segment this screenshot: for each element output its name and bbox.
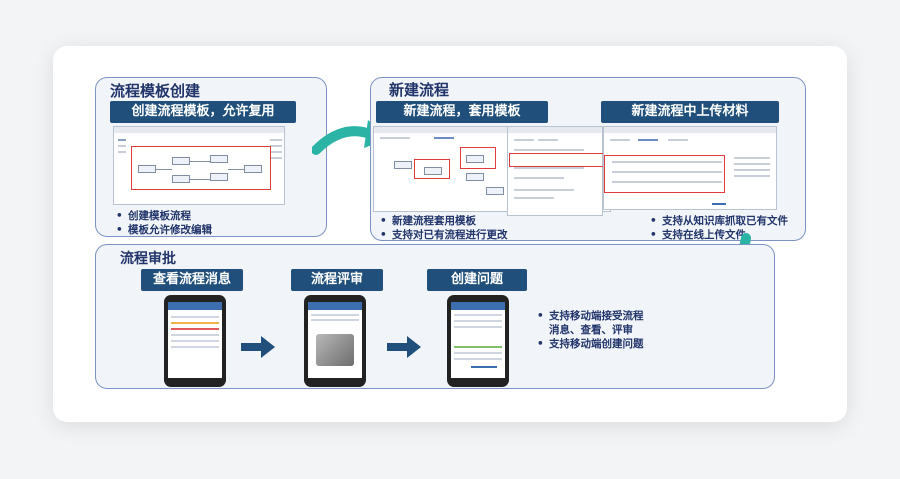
template-bullets: 创建模板流程 模板允许修改编辑 [116,209,212,237]
new-bullet-right-2: 支持在线上传文件 [650,228,788,242]
new-process-highlight-left [414,159,450,179]
panel-approval-title: 流程审批 [120,251,176,267]
template-editor-screenshot [113,126,285,205]
template-dialog-highlight [509,153,604,167]
phone-review [304,295,366,387]
new-bullet-left-2: 支持对已有流程进行更改 [380,228,508,242]
new-bullets-left: 新建流程套用模板 支持对已有流程进行更改 [380,214,508,242]
new-banner-left: 新建流程，套用模板 [376,101,548,123]
template-highlight-box [131,146,271,190]
template-dialog-screenshot [507,126,603,216]
new-bullet-left-1: 新建流程套用模板 [380,214,508,228]
step-create-issue: 创建问题 [427,269,527,291]
panel-template-title: 流程模板创建 [110,82,201,100]
arrow-right-icon-2 [387,336,421,358]
template-bullet-1: 创建模板流程 [116,209,212,223]
panel-new-title: 新建流程 [389,81,450,99]
step-review: 流程评审 [291,269,383,291]
approval-bullets: 支持移动端接受流程 消息、查看、评审 支持移动端创建问题 [537,309,644,351]
phone-create-issue [447,295,509,387]
new-bullets-right: 支持从知识库抓取已有文件 支持在线上传文件 [650,214,788,242]
new-banner-right: 新建流程中上传材料 [601,101,779,123]
arrow-right-icon-1 [241,336,275,358]
step-view-message: 查看流程消息 [141,269,243,291]
phone-view-message [164,295,226,387]
template-banner: 创建流程模板，允许复用 [110,101,296,123]
upload-highlight [604,155,725,193]
upload-dialog-screenshot [603,126,777,210]
new-process-highlight-right [460,147,496,169]
new-bullet-right-1: 支持从知识库抓取已有文件 [650,214,788,228]
approval-bullet-2: 支持移动端创建问题 [537,337,644,351]
approval-bullet-1: 支持移动端接受流程 消息、查看、评审 [537,309,644,337]
template-bullet-2: 模板允许修改编辑 [116,223,212,237]
